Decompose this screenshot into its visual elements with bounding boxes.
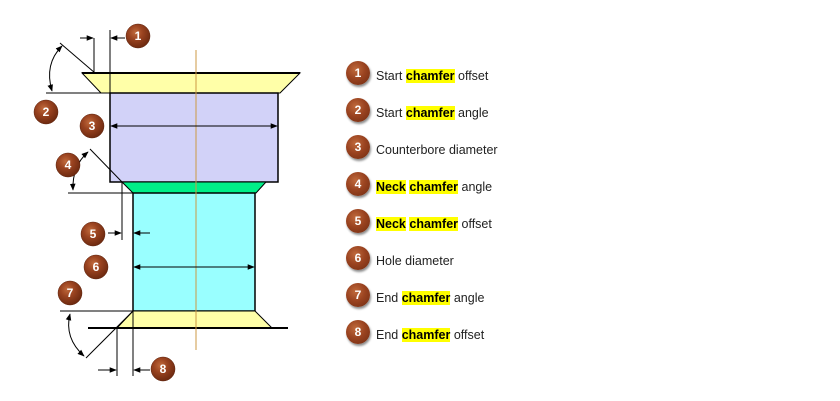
callout-badge-3: 3 bbox=[79, 113, 105, 139]
callout-number: 5 bbox=[90, 227, 97, 241]
legend-text-part: Counterbore diameter bbox=[376, 143, 498, 157]
legend-text-part: angle bbox=[458, 180, 493, 194]
callout-badge-1: 1 bbox=[125, 23, 151, 49]
extension-line bbox=[59, 42, 96, 74]
legend-text-part: End bbox=[376, 328, 402, 342]
neck-chamfer-region bbox=[120, 181, 268, 194]
number-badge: 7 bbox=[346, 283, 370, 307]
legend-label: Start chamfer offset bbox=[376, 69, 488, 83]
number-badge: 8 bbox=[346, 320, 370, 344]
legend-label: Start chamfer angle bbox=[376, 106, 489, 120]
extension-line bbox=[85, 310, 134, 359]
callout-number: 1 bbox=[135, 29, 142, 43]
callout-badge-6: 6 bbox=[83, 254, 109, 280]
legend-item-2: 2 Start chamfer angle bbox=[346, 98, 646, 135]
angle-arc bbox=[47, 45, 63, 92]
counterbore-region bbox=[109, 92, 279, 183]
legend-label: Neck chamfer offset bbox=[376, 217, 492, 231]
callout-number: 8 bbox=[160, 362, 167, 376]
highlighted-term: Neck bbox=[376, 217, 406, 231]
callout-badge-8: 8 bbox=[150, 356, 176, 382]
legend-text-part: offset bbox=[458, 217, 492, 231]
hole-region bbox=[132, 192, 256, 312]
highlighted-term: chamfer bbox=[401, 291, 451, 305]
legend-item-3: 3 Counterbore diameter bbox=[346, 135, 646, 172]
legend-label: Hole diameter bbox=[376, 254, 454, 268]
legend-text-part: offset bbox=[454, 69, 489, 83]
callout-number: 7 bbox=[67, 286, 74, 300]
number-badge: 3 bbox=[346, 135, 370, 159]
callout-badge-5: 5 bbox=[80, 221, 106, 247]
legend-item-8: 8 End chamfer offset bbox=[346, 320, 646, 357]
legend-text-part: End bbox=[376, 291, 402, 305]
callout-number: 6 bbox=[93, 260, 100, 274]
number-badge: 1 bbox=[346, 61, 370, 85]
legend-item-4: 4 Neck chamfer angle bbox=[346, 172, 646, 209]
start-chamfer-region bbox=[80, 72, 302, 94]
number-badge: 6 bbox=[346, 246, 370, 270]
number-badge: 4 bbox=[346, 172, 370, 196]
highlighted-term: chamfer bbox=[401, 328, 451, 342]
legend-label: Neck chamfer angle bbox=[376, 180, 492, 194]
legend-item-7: 7 End chamfer angle bbox=[346, 283, 646, 320]
legend-label: End chamfer offset bbox=[376, 328, 484, 342]
extension-line bbox=[89, 148, 123, 183]
highlighted-term: chamfer bbox=[409, 217, 459, 231]
legend-text-part: Start bbox=[376, 69, 406, 83]
callout-number: 4 bbox=[65, 158, 72, 172]
legend-label: Counterbore diameter bbox=[376, 143, 498, 157]
highlighted-term: chamfer bbox=[405, 69, 455, 83]
callout-number: 2 bbox=[43, 105, 50, 119]
legend-item-6: 6 Hole diameter bbox=[346, 246, 646, 283]
callout-number: 3 bbox=[89, 119, 96, 133]
callout-badge-7: 7 bbox=[57, 280, 83, 306]
legend-text-part: offset bbox=[450, 328, 485, 342]
legend-text-part: angle bbox=[450, 291, 485, 305]
number-badge: 2 bbox=[346, 98, 370, 122]
highlighted-term: chamfer bbox=[405, 106, 455, 120]
legend-label: End chamfer angle bbox=[376, 291, 484, 305]
angle-arc bbox=[65, 313, 85, 357]
number-badge: 5 bbox=[346, 209, 370, 233]
highlighted-term: Neck bbox=[376, 180, 406, 194]
highlighted-term: chamfer bbox=[409, 180, 459, 194]
legend-text-part: Start bbox=[376, 106, 406, 120]
end-chamfer-region bbox=[115, 310, 274, 329]
legend-item-5: 5 Neck chamfer offset bbox=[346, 209, 646, 246]
legend-text-part: angle bbox=[454, 106, 489, 120]
legend-item-1: 1 Start chamfer offset bbox=[346, 61, 646, 98]
legend-text-part: Hole diameter bbox=[376, 254, 454, 268]
callout-badge-2: 2 bbox=[33, 99, 59, 125]
callout-badge-4: 4 bbox=[55, 152, 81, 178]
